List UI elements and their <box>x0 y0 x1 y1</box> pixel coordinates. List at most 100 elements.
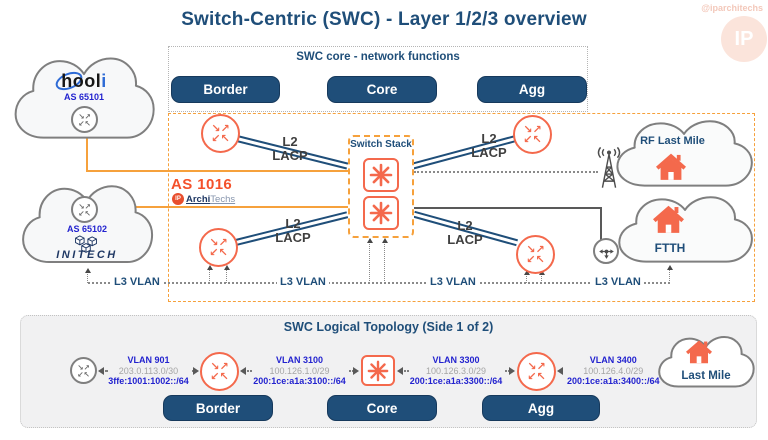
initech-cubes-icon <box>75 235 97 253</box>
link-3-addresses: VLAN 3300 100.126.3.0/29 200:1ce:a1a:330… <box>408 355 505 387</box>
hub-glyph <box>598 248 614 259</box>
logical-agg-button[interactable]: Agg <box>482 395 600 421</box>
router-arrows-glyph: ↘↗↙↖ <box>78 201 91 218</box>
hooli-router-icon: ↘↗↙↖ <box>71 106 98 133</box>
router-arrows-glyph: ↘↗↙↖ <box>210 360 229 383</box>
router-arrows-glyph: ↘↗↙↖ <box>523 123 542 146</box>
l2-label: L2 <box>282 134 298 149</box>
lacp-label: LACP <box>471 144 507 160</box>
initech-router-icon: ↘↗↙↖ <box>71 196 98 223</box>
ipv6-label: 3ffe:1001:1002::/64 <box>108 376 189 386</box>
link-2-addresses: VLAN 3100 100.126.1.0/29 200:1ce:a1a:310… <box>251 355 348 387</box>
router-arrows-glyph: ↘↗↙↖ <box>211 122 230 145</box>
dotted-link <box>404 369 407 372</box>
ipv6-label: 200:1ce:a1a:3100::/64 <box>253 376 346 386</box>
router-lower-right: ↘↗↙↖ <box>516 235 555 274</box>
l2-label: L2 <box>481 131 497 146</box>
cloud-shape <box>610 116 758 194</box>
watermark-ip-logo-text: IP <box>734 27 754 50</box>
arrow-right-icon <box>353 366 360 375</box>
arrow-right-icon <box>193 366 199 375</box>
initech-cloud: ↘↗↙↖ AS 65102 INITECH <box>16 180 158 272</box>
l3-vlan-label-4: L3 VLAN <box>592 276 644 289</box>
lacp-label: LACP <box>272 147 308 163</box>
core-agg-button[interactable]: Agg <box>477 76 587 103</box>
l3-arrow-stack-2 <box>382 238 388 283</box>
ftth-hub-icon <box>593 238 619 264</box>
architechs-ip-icon: IP <box>172 193 184 205</box>
ipv4-label: 100.126.1.0/29 <box>269 365 330 376</box>
l3-arrow-router-ll-1 <box>207 265 213 283</box>
logical-agg-router-icon: ↘↗↙↖ <box>517 352 556 391</box>
core-border-button[interactable]: Border <box>171 76 280 103</box>
l3-arrow-ftth <box>667 265 673 283</box>
router-upper-left: ↘↗↙↖ <box>201 114 240 153</box>
core-panel-title: SWC core - network functions <box>296 51 460 63</box>
router-arrows-glyph: ↘↗↙↖ <box>527 360 546 383</box>
l2-lacp-label-lower-right: L2 LACP <box>438 219 492 246</box>
core-core-button[interactable]: Core <box>327 76 437 103</box>
router-arrows-glyph: ↘↗↙↖ <box>526 243 545 266</box>
switch-starburst-icon <box>367 360 389 381</box>
logical-link-2: VLAN 3100 100.126.1.0/29 200:1ce:a1a:310… <box>240 352 360 389</box>
l2-lacp-label-upper-left: L2 LACP <box>263 135 317 162</box>
dotted-link <box>348 369 353 372</box>
router-upper-right: ↘↗↙↖ <box>513 115 552 154</box>
cloud-shape <box>8 52 160 148</box>
dotted-link <box>247 369 251 372</box>
logical-link-4: VLAN 3400 100.126.4.0/29 200:1ce:a1a:340… <box>557 352 670 389</box>
ftth-link-horizontal <box>414 207 602 209</box>
link-4-addresses: VLAN 3400 100.126.4.0/29 200:1ce:a1a:340… <box>565 355 662 387</box>
logical-border-button[interactable]: Border <box>163 395 273 421</box>
house-icon <box>653 205 684 233</box>
logical-core-button[interactable]: Core <box>327 395 437 421</box>
as1016-label: AS 1016 <box>171 176 233 193</box>
vlan-label: VLAN 3300 <box>432 354 480 365</box>
ftth-label: FTTH <box>654 241 686 255</box>
l3-vlan-label-2: L3 VLAN <box>277 276 329 289</box>
l3-vlan-label-3: L3 VLAN <box>427 276 479 289</box>
switch-starburst-icon <box>369 163 393 187</box>
hooli-swoosh-icon <box>55 71 83 91</box>
ipv6-label: 200:1ce:a1a:3300::/64 <box>409 376 503 386</box>
l3-arrow-initech <box>85 268 91 283</box>
logical-link-1: VLAN 901 203.0.113.0/30 3ffe:1001:1002::… <box>98 352 199 389</box>
arrow-left-icon <box>98 366 104 375</box>
last-mile-label: Last Mile <box>681 370 731 382</box>
vlan-label: VLAN 3400 <box>589 354 637 365</box>
page-title: Switch-Centric (SWC) - Layer 1/2/3 overv… <box>181 9 587 30</box>
l2-label: L2 <box>285 216 301 231</box>
arrow-right-icon <box>509 366 516 375</box>
stack-switch-2-icon <box>363 196 399 230</box>
initech-logo-text: INITECH <box>56 249 118 261</box>
logical-link-3: VLAN 3300 100.126.3.0/29 200:1ce:a1a:330… <box>397 352 516 389</box>
initech-uplink-horizontal <box>98 206 348 208</box>
l2-lacp-label-lower-left: L2 LACP <box>266 217 320 244</box>
logical-upstream-router-icon: ↘↗↙↖ <box>70 357 97 384</box>
rf-antenna-icon <box>597 146 621 188</box>
stack-switch-1-icon <box>363 158 399 192</box>
rf-last-mile-label: RF Last Mile <box>640 135 705 147</box>
watermark-handle: @iparchitechs <box>701 3 763 13</box>
arrow-left-icon <box>240 366 246 375</box>
dotted-link <box>505 369 509 372</box>
logical-topology-title: SWC Logical Topology (Side 1 of 2) <box>283 320 494 334</box>
architechs-logo-techs: Techs <box>210 193 236 205</box>
arrow-left-icon <box>557 366 563 375</box>
l3-vlan-rail <box>88 282 670 284</box>
lacp-label: LACP <box>447 231 483 247</box>
hooli-uplink-horizontal <box>86 170 348 172</box>
architechs-logo-archi: Archi <box>186 193 211 205</box>
rf-lastmile-link <box>414 171 598 173</box>
router-arrows-glyph: ↘↗↙↖ <box>209 236 228 259</box>
l3-arrow-router-ll-2 <box>224 265 230 283</box>
house-icon <box>686 340 712 364</box>
link-1-addresses: VLAN 901 203.0.113.0/30 3ffe:1001:1002::… <box>106 355 191 387</box>
router-arrows-glyph: ↘↗↙↖ <box>77 362 90 379</box>
vlan-label: VLAN 901 <box>127 354 170 365</box>
cloud-shape <box>612 192 758 270</box>
ftth-cloud: FTTH <box>612 192 758 270</box>
vlan-label: VLAN 3100 <box>275 354 324 365</box>
